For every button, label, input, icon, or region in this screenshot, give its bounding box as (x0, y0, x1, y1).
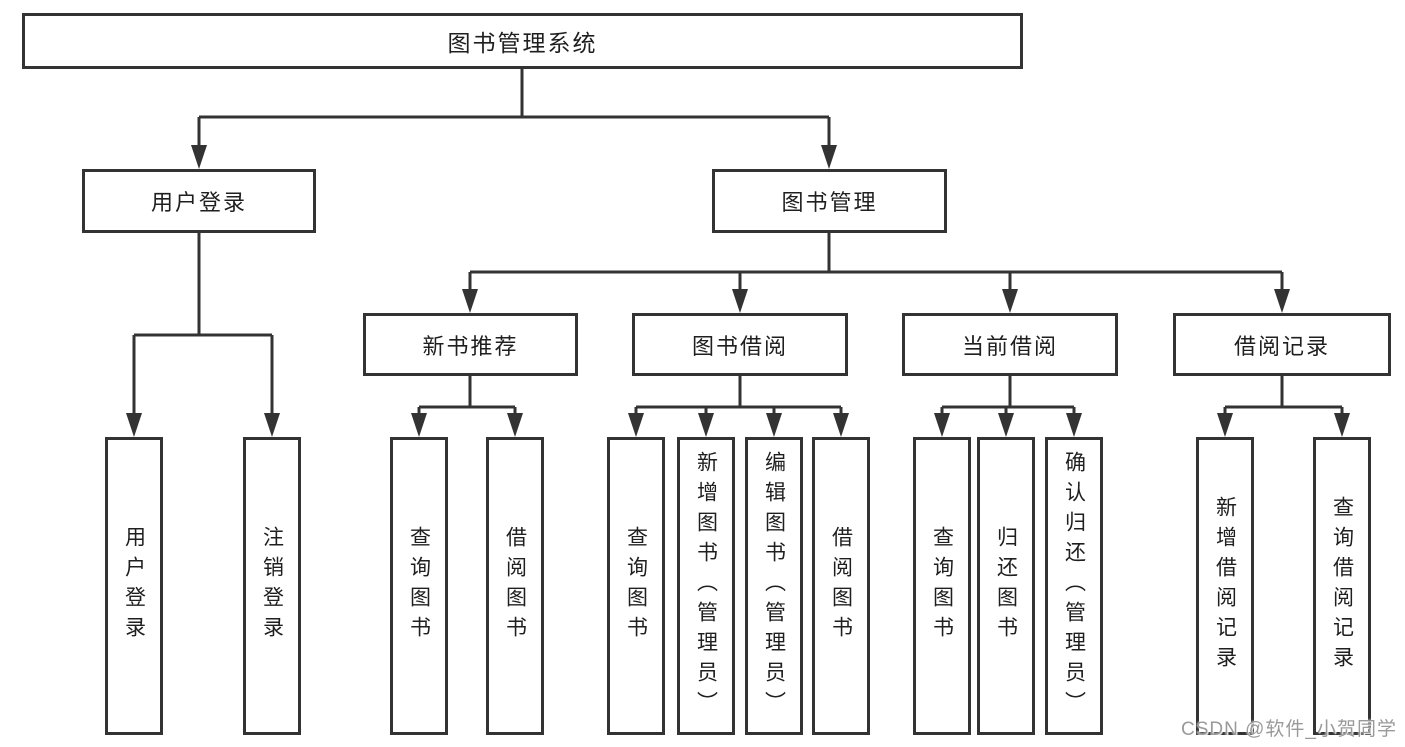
node-book-management: 图书管理 (712, 169, 947, 233)
leaf-logout-login: 注销登录 (243, 437, 301, 735)
node-book-borrowing: 图书借阅 (632, 313, 848, 376)
leaf-confirm-return-admin: 确认归还（管理员） (1045, 437, 1103, 735)
csdn-watermark: CSDN @软件_小贺同学 (1181, 719, 1397, 740)
node-user-login: 用户登录 (82, 169, 316, 233)
leaf-return-books: 归还图书 (977, 437, 1035, 735)
leaf-query-books-recommend: 查询图书 (390, 437, 448, 735)
leaf-query-books-current: 查询图书 (913, 437, 971, 735)
leaf-borrow-books: 借阅图书 (812, 437, 870, 735)
leaf-add-borrow-record: 新增借阅记录 (1196, 437, 1254, 735)
leaf-add-books-admin: 新增图书（管理员） (677, 437, 735, 735)
leaf-edit-books-admin: 编辑图书（管理员） (745, 437, 803, 735)
node-current-borrowing: 当前借阅 (902, 313, 1118, 376)
leaf-query-books-borrowing: 查询图书 (607, 437, 665, 735)
leaf-query-borrow-record: 查询借阅记录 (1313, 437, 1371, 735)
leaf-borrow-books-recommend: 借阅图书 (486, 437, 544, 735)
node-borrowing-records: 借阅记录 (1173, 313, 1391, 376)
leaf-user-login: 用户登录 (105, 437, 163, 735)
node-new-book-recommendation: 新书推荐 (363, 313, 578, 376)
node-library-management-system: 图书管理系统 (22, 13, 1023, 69)
